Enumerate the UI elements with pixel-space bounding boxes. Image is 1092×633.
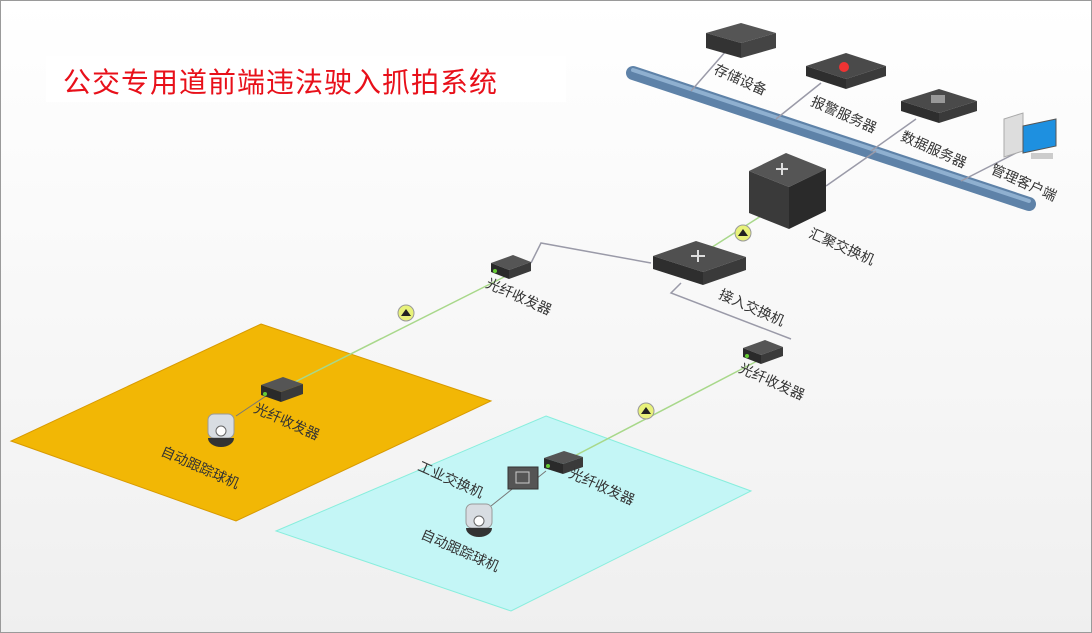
fiber-transceiver-icon <box>491 255 531 279</box>
diagram-title: 公交专用道前端违法驶入抓拍系统 <box>63 66 499 99</box>
aggregation-switch-icon <box>749 153 826 229</box>
alarm-server-icon <box>806 53 886 89</box>
storage-device-icon <box>706 23 776 58</box>
access-switch-icon <box>653 241 746 285</box>
cyan-zone <box>274 415 753 612</box>
orange-zone <box>9 323 493 522</box>
ethernet-links <box>530 50 1017 340</box>
fiber-connector-icon <box>637 402 655 420</box>
fiber-connector-icon <box>397 304 415 322</box>
management-client-icon <box>1003 112 1057 159</box>
fiber-connector-icon <box>734 224 752 242</box>
fiber-transceiver-icon <box>261 377 303 402</box>
dome-camera-icon <box>465 503 493 537</box>
fiber-links <box>280 215 762 464</box>
fiber-transceiver-icon <box>743 340 783 364</box>
dome-camera-icon <box>207 413 235 447</box>
title-background <box>46 56 566 102</box>
industrial-switch-icon <box>507 466 539 490</box>
backbone-bus <box>626 66 1036 211</box>
fiber-transceiver-icon <box>544 451 583 474</box>
data-server-icon <box>901 89 977 123</box>
